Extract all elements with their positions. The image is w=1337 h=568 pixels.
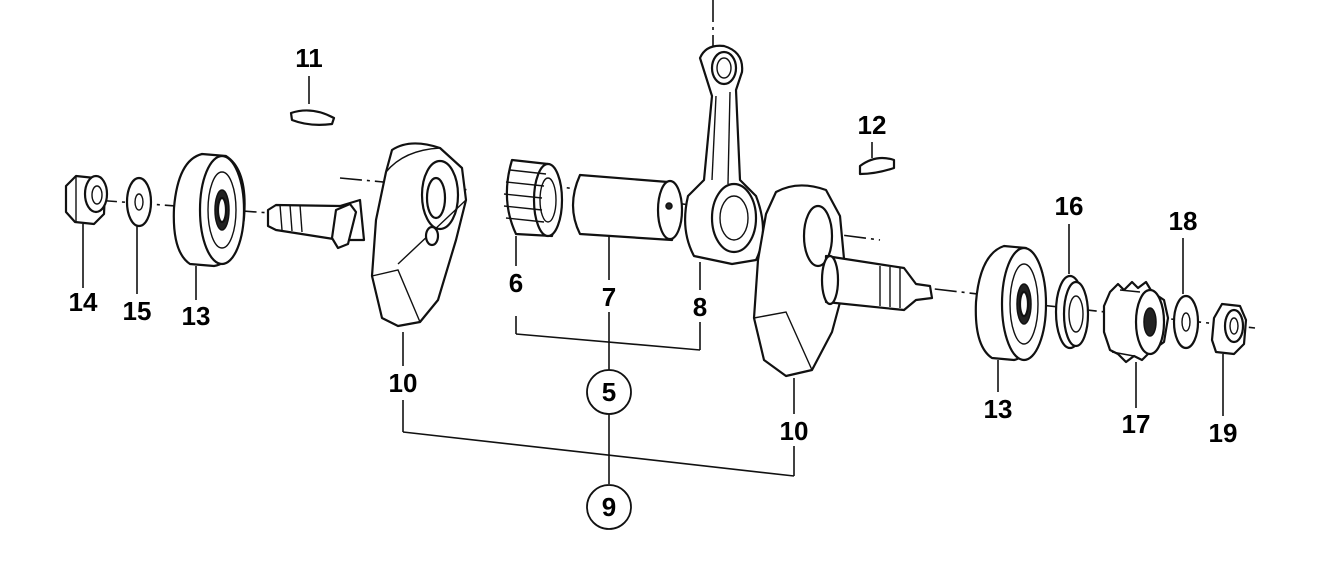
flange-nut-left	[64, 174, 109, 226]
washer-left	[125, 176, 153, 228]
crank-pin	[571, 173, 684, 242]
sprocket-gear	[1102, 280, 1170, 364]
flywheel-half-left	[266, 142, 468, 328]
flywheel-half-right	[752, 184, 934, 378]
callout-13-left: 13	[182, 301, 211, 331]
callout-17: 17	[1122, 409, 1151, 439]
callout-ticks	[82, 76, 1224, 416]
needle-bearing	[503, 158, 564, 238]
callout-12: 12	[858, 110, 887, 140]
callout-6: 6	[509, 268, 523, 298]
assembly-number-9: 9	[602, 492, 616, 522]
callout-10-right: 10	[780, 416, 809, 446]
assembly-circle-9: 9	[586, 484, 632, 530]
callout-18: 18	[1169, 206, 1198, 236]
hex-nut-right	[1210, 302, 1248, 356]
leader-lines	[402, 312, 795, 484]
ball-bearing-right	[974, 244, 1048, 362]
callout-16: 16	[1055, 191, 1084, 221]
callout-7: 7	[602, 282, 616, 312]
center-lines	[94, 0, 1256, 329]
washer-right	[1172, 294, 1200, 350]
connecting-rod	[683, 44, 765, 266]
assembly-circle-5: 5	[586, 369, 632, 415]
assembly-number-5: 5	[602, 377, 616, 407]
callout-14: 14	[69, 287, 98, 317]
woodruff-key-left	[289, 109, 336, 126]
callout-11: 11	[295, 43, 323, 73]
callout-labels: 14 15 13 11 10 6 7 8 12 10 13 16 17 18 1…	[69, 43, 1238, 448]
callout-19: 19	[1209, 418, 1238, 448]
callout-13-right: 13	[984, 394, 1013, 424]
woodruff-key-right	[858, 156, 896, 176]
callout-10-left: 10	[389, 368, 418, 398]
callout-8: 8	[693, 292, 707, 322]
callout-15: 15	[123, 296, 152, 326]
ball-bearing-left	[172, 152, 246, 268]
oil-seal	[1054, 274, 1090, 350]
